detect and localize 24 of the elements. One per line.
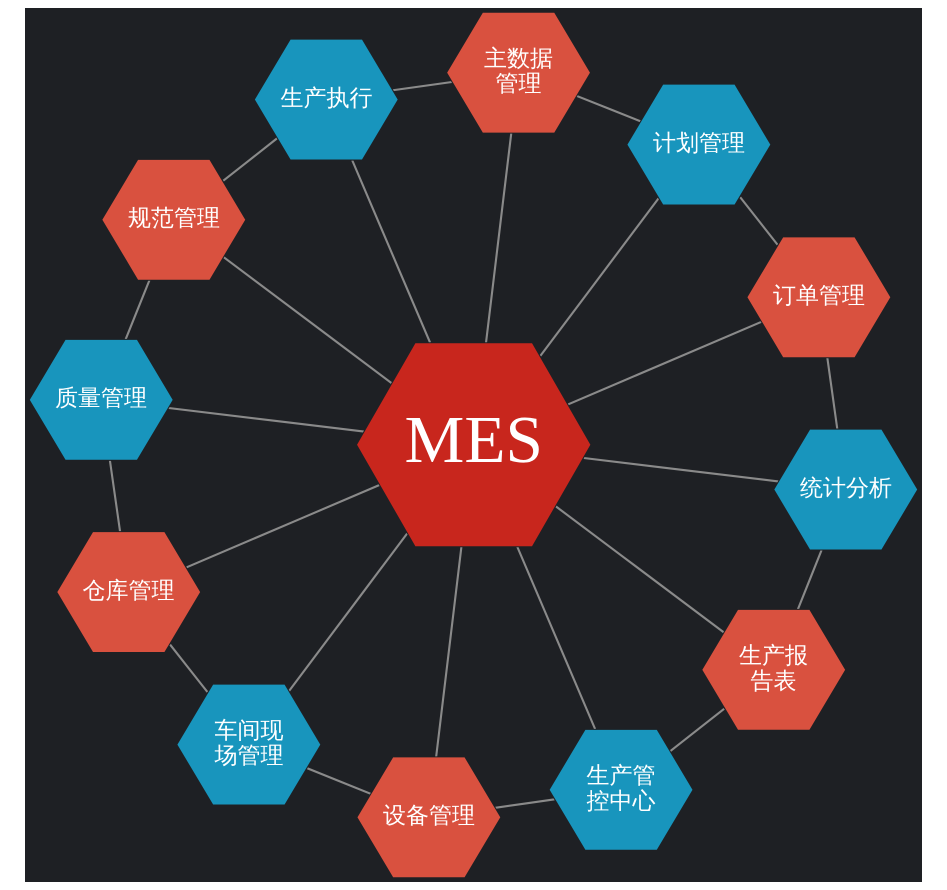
connector: [576, 94, 641, 122]
connector: [222, 137, 278, 182]
connector: [495, 798, 555, 809]
connector: [540, 198, 660, 357]
connector: [186, 484, 380, 568]
connector: [168, 406, 364, 433]
connector: [169, 644, 208, 693]
connector: [826, 358, 838, 430]
connector: [351, 160, 432, 343]
connector: [670, 708, 725, 752]
connector: [796, 550, 822, 610]
connector: [306, 767, 372, 795]
connector: [584, 456, 778, 482]
connector: [108, 460, 122, 532]
connector: [288, 532, 408, 692]
connector: [555, 505, 724, 634]
connector: [392, 80, 452, 92]
connector: [568, 320, 762, 406]
connector: [435, 546, 462, 757]
connector: [516, 546, 596, 730]
connector: [484, 133, 512, 343]
connector: [124, 280, 150, 340]
connector: [739, 196, 778, 246]
connector: [223, 256, 392, 384]
